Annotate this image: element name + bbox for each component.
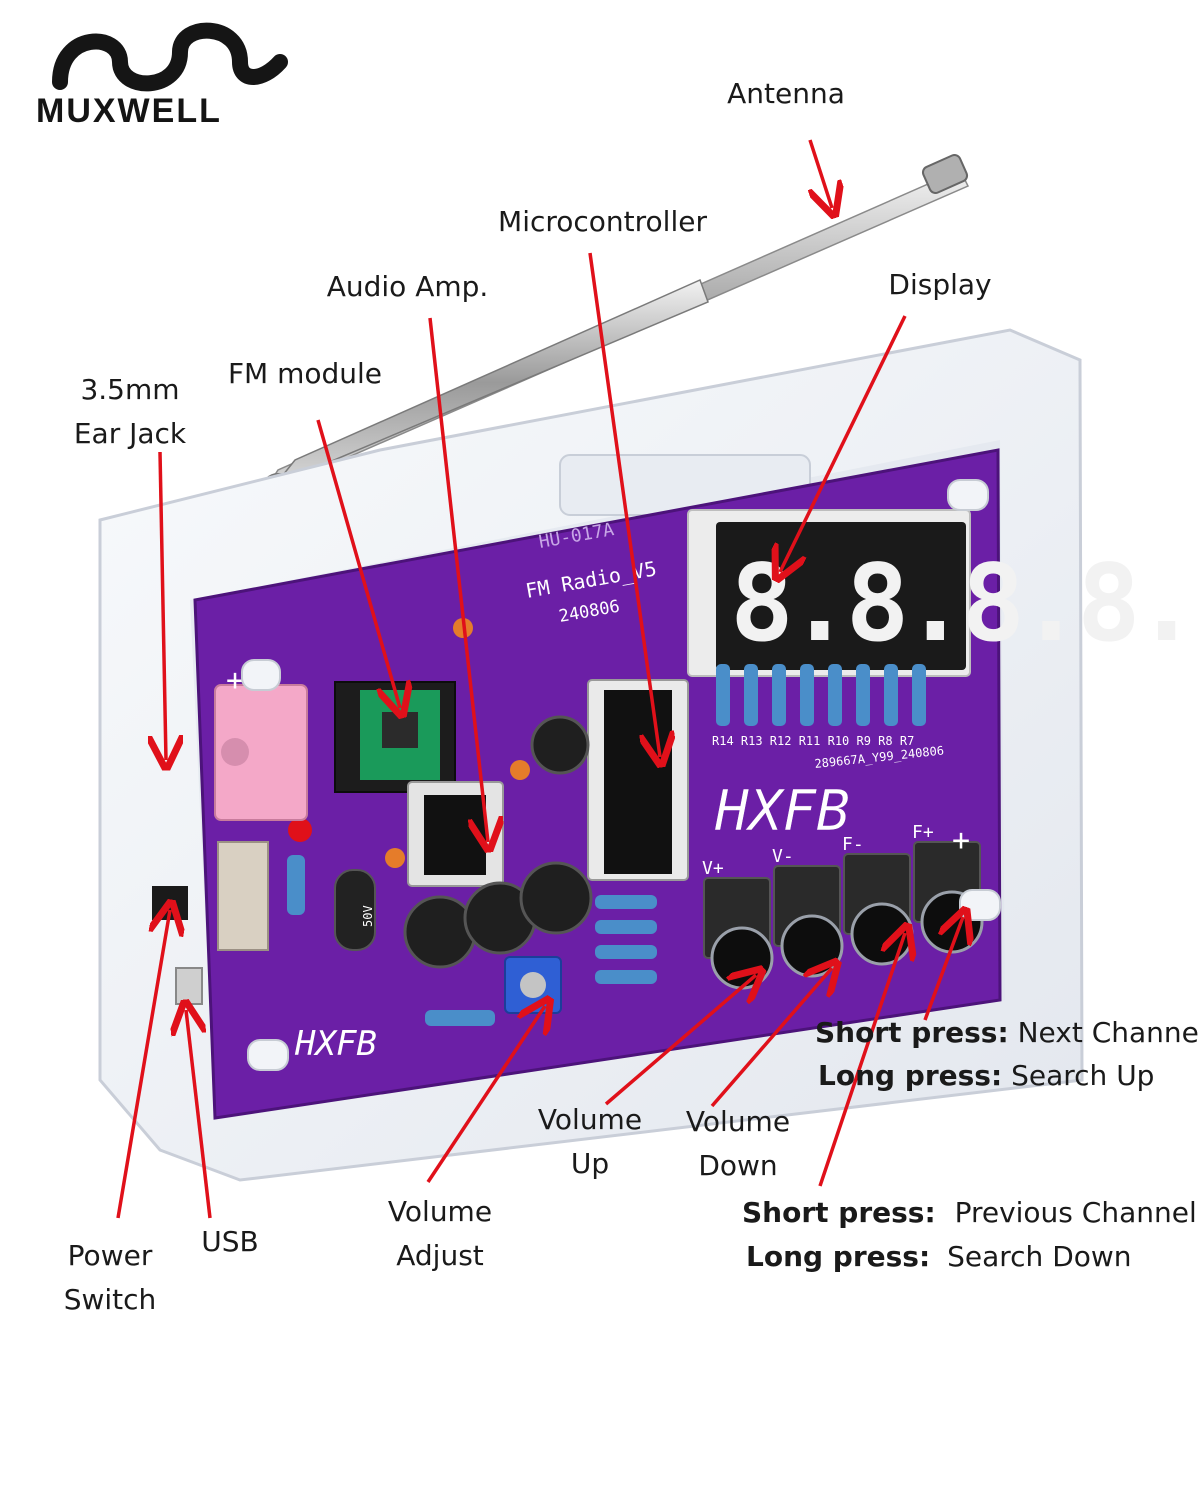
long-press-value: Search Down	[947, 1240, 1132, 1273]
arrow-antenna	[810, 139, 832, 208]
arrow-fm-module	[316, 419, 400, 708]
capacitor-label: 50V	[361, 905, 375, 927]
seven-segment-display: 8.8.8.8.	[687, 509, 1199, 677]
prev-channel-long: Long press: Search Down	[746, 1236, 1132, 1278]
brand-name: MUXWELL	[36, 92, 222, 130]
label-microcontroller: Microcontroller	[498, 205, 707, 238]
button-label: F+	[912, 822, 934, 843]
label-fm-module: FM module	[227, 357, 383, 390]
resistor-r12	[772, 664, 786, 726]
arrow-usb	[186, 1010, 212, 1219]
button-label: F-	[842, 834, 864, 855]
label-power-switch: Power Switch	[63, 1239, 157, 1316]
arrow-display	[780, 315, 907, 572]
label-antenna: Antenna	[727, 77, 845, 110]
resistor-r13	[744, 664, 758, 726]
svg-text:+: +	[952, 823, 970, 858]
button-label: V-	[772, 846, 794, 867]
resistor-labels: R14 R13 R12 R11 R10 R9 R8 R7	[712, 734, 914, 748]
label-volume-up: Volume Up	[537, 1103, 643, 1180]
arrow-ear-jack	[160, 451, 166, 760]
short-press-value: Previous Channel	[954, 1196, 1197, 1229]
arrow-prev-channel	[818, 933, 905, 1187]
silk-logo: HXFB	[714, 779, 850, 844]
prev-channel-short: Short press: Previous Channel	[742, 1192, 1197, 1234]
resistors	[287, 855, 657, 1026]
arrow-microcontroller	[588, 252, 660, 757]
microcontroller-chip	[587, 679, 689, 881]
silk-logo-small: HXFB	[294, 1024, 377, 1064]
long-press-label: Long press:	[746, 1240, 931, 1273]
next-channel-long: Long press: Search Up	[818, 1055, 1154, 1097]
arrow-audio-amp	[428, 317, 488, 842]
short-press-value: Next Channel	[1017, 1016, 1200, 1049]
label-usb: USB	[201, 1225, 259, 1258]
arrow-volume-adjust	[426, 1006, 545, 1183]
capacitors: 50V	[334, 618, 593, 969]
arrow-next-channel	[923, 917, 963, 1021]
short-press-label: Short press:	[815, 1016, 1009, 1049]
resistor-r11	[800, 664, 814, 726]
next-channel-short: Short press: Next Channel	[815, 1012, 1200, 1054]
resistor-r10	[828, 664, 842, 726]
power-led	[288, 818, 312, 842]
arrow-volume-up	[604, 975, 756, 1106]
svg-text:+: +	[226, 663, 244, 698]
button-label: V+	[702, 858, 724, 879]
label-volume-down: Volume Down	[685, 1105, 791, 1182]
resistor-r14	[716, 664, 730, 726]
resistor-r8	[884, 664, 898, 726]
resistor-r9	[856, 664, 870, 726]
short-press-label: Short press:	[742, 1196, 936, 1229]
arrow-volume-down	[710, 968, 832, 1108]
ear-jack	[214, 684, 308, 821]
label-audio-amp: Audio Amp.	[326, 270, 489, 303]
resistor-array	[716, 664, 926, 726]
arrow-power-switch	[116, 910, 170, 1219]
label-volume-adjust: Volume Adjust	[387, 1195, 493, 1272]
display-digits: 8.8.8.8.	[730, 542, 1193, 665]
label-ear-jack: 3.5mm Ear Jack	[73, 373, 187, 450]
muxwell-logo-icon	[52, 22, 288, 92]
label-display: Display	[888, 268, 992, 301]
audio-amp-chip	[407, 781, 504, 887]
long-press-value: Search Up	[1011, 1059, 1155, 1092]
resistor-r7	[912, 664, 926, 726]
long-press-label: Long press:	[818, 1059, 1003, 1092]
